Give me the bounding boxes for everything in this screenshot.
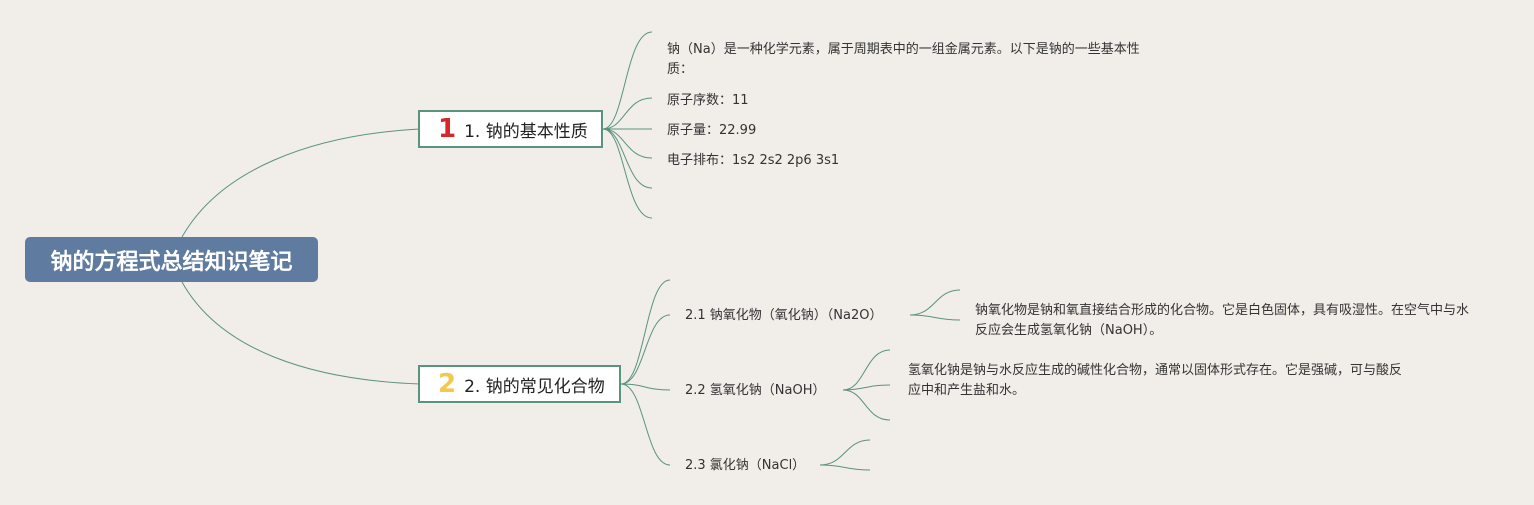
link-b2-1 <box>620 314 671 385</box>
number-badge-1: 1 <box>438 114 457 144</box>
link-2-1-a <box>909 289 961 316</box>
leaf-atomic-number[interactable]: 原子序数：11 <box>667 93 749 108</box>
branch-basic-properties[interactable]: 1 1. 钠的基本性质 <box>418 110 603 148</box>
link-b1-3 <box>602 128 653 159</box>
branch-label: 1. 钠的基本性质 <box>464 121 588 142</box>
link-b1-5 <box>602 128 653 219</box>
root-title: 钠的方程式总结知识笔记 <box>50 249 293 275</box>
link-b2-2 <box>620 383 671 391</box>
link-2-2-b <box>842 384 891 391</box>
link-b1-4 <box>602 128 653 189</box>
link-b1-1 <box>602 97 653 130</box>
subtopic-sodium-hydroxide[interactable]: 2.2 氢氧化钠（NaOH） <box>685 383 826 398</box>
number-badge-2: 2 <box>438 369 457 399</box>
link-2-3-a <box>819 439 871 466</box>
root-topic[interactable]: 钠的方程式总结知识笔记 <box>25 237 318 282</box>
link-2-3-b <box>819 464 871 471</box>
detail-sodium-hydroxide[interactable]: 氢氧化钠是钠与水反应生成的碱性化合物，通常以固体形式存在。它是强碱，可与酸反应中… <box>908 363 1403 398</box>
subtopic-sodium-chloride[interactable]: 2.3 氯化钠（NaCl） <box>685 458 806 473</box>
link-b2-3 <box>620 383 671 466</box>
branch-label: 2. 钠的常见化合物 <box>464 376 605 397</box>
link-root-branch-2 <box>181 281 421 385</box>
link-root-branch-1 <box>181 128 421 238</box>
leaf-sodium-intro[interactable]: 钠（Na）是一种化学元素，属于周期表中的一组金属元素。以下是钠的一些基本性质： <box>667 42 1140 77</box>
detail-sodium-oxide[interactable]: 钠氧化物是钠和氧直接结合形成的化合物。它是白色固体，具有吸湿性。在空气中与水反应… <box>975 303 1470 338</box>
link-2-1-b <box>909 314 961 321</box>
link-b2-top <box>620 279 671 385</box>
leaf-electron-config[interactable]: 电子排布：1s2 2s2 2p6 3s1 <box>667 153 840 168</box>
branch-common-compounds[interactable]: 2 2. 钠的常见化合物 <box>418 365 621 403</box>
leaf-atomic-weight[interactable]: 原子量：22.99 <box>667 123 757 138</box>
link-2-2-a <box>842 349 891 391</box>
subtopic-sodium-oxide[interactable]: 2.1 钠氧化物（氧化钠）（Na2O） <box>685 308 883 323</box>
link-2-2-c <box>842 389 891 421</box>
link-b1-0 <box>602 31 653 130</box>
